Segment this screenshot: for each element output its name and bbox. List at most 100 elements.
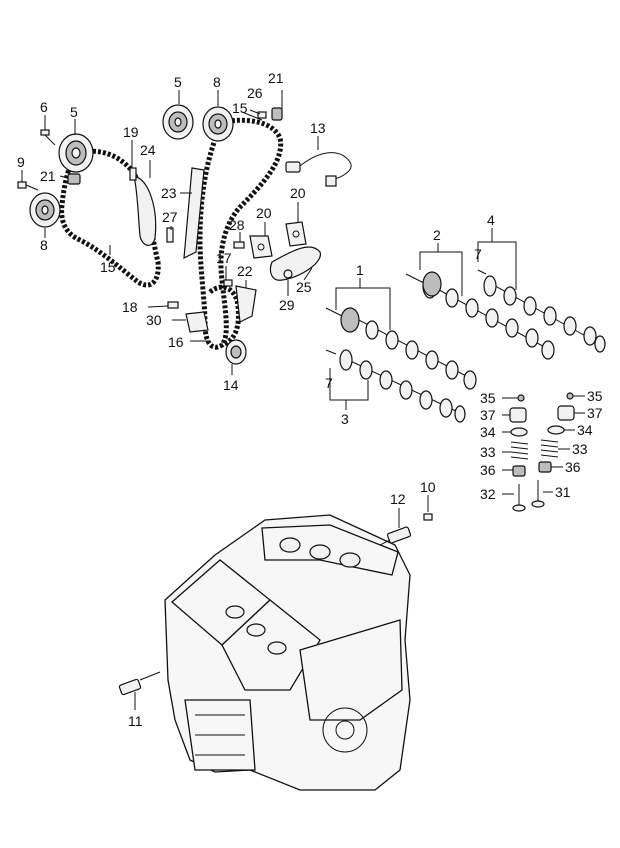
- cam-gear-2: [422, 271, 442, 297]
- callout-33-right: 33: [572, 441, 588, 457]
- callout-30: 30: [146, 312, 162, 328]
- tensioner-guide-24: [133, 175, 157, 246]
- bolt-29: [283, 269, 293, 279]
- callout-34-left: 34: [480, 424, 496, 440]
- callout-21-left: 21: [40, 168, 56, 184]
- callout-9: 9: [17, 154, 25, 170]
- valve-retainer-35-left: [517, 394, 525, 402]
- tensioner-20-right: [285, 221, 307, 247]
- callout-7-upper: 7: [474, 246, 482, 262]
- callout-4: 4: [487, 212, 495, 228]
- callout-20-left: 20: [256, 205, 272, 221]
- callout-36-right: 36: [565, 459, 581, 475]
- callout-19: 19: [123, 124, 139, 140]
- valve-seal-36-right: [538, 461, 552, 473]
- callout-37-left: 37: [480, 407, 496, 423]
- callout-1: 1: [356, 262, 364, 278]
- leader-lines: [21, 90, 585, 710]
- bolt-26: [257, 111, 267, 119]
- callout-16: 16: [168, 334, 184, 350]
- callout-28: 28: [229, 217, 245, 233]
- lifter-37-left: [509, 407, 527, 423]
- callout-2: 2: [433, 227, 441, 243]
- callout-12: 12: [390, 491, 406, 507]
- callout-35-right: 35: [587, 388, 603, 404]
- tensioner-20-left: [249, 235, 273, 259]
- cam-sprocket-top-a: [162, 104, 194, 140]
- bolt-17: [223, 279, 233, 287]
- callout-35-left: 35: [480, 390, 496, 406]
- callout-17: 17: [216, 250, 232, 266]
- chain-guide-23: [183, 167, 205, 260]
- bolt-6: [40, 129, 56, 146]
- timing-chain-right: [197, 117, 284, 350]
- callout-25: 25: [296, 279, 312, 295]
- bolt-27: [166, 227, 174, 243]
- callout-6: 6: [40, 99, 48, 115]
- callout-32: 32: [480, 486, 496, 502]
- oil-control-valve-12: [379, 526, 412, 546]
- cam-sprocket-top-b: [202, 106, 234, 142]
- valve-spring-33-right: [540, 439, 559, 458]
- callout-37-right: 37: [587, 405, 603, 421]
- callout-33-left: 33: [480, 444, 496, 460]
- callout-7-lower: 7: [325, 375, 333, 391]
- camshaft-4: [483, 275, 606, 353]
- tensioner-30: [185, 311, 209, 333]
- cam-gear-1: [340, 307, 360, 333]
- clip-21-top: [271, 107, 283, 121]
- sensor-13: [285, 152, 352, 187]
- callout-34-right: 34: [577, 422, 593, 438]
- callout-13: 13: [310, 120, 326, 136]
- callout-15-top: 15: [232, 100, 248, 116]
- callout-8-top: 8: [213, 74, 221, 90]
- gasket-25: [269, 246, 321, 281]
- callout-10: 10: [420, 479, 436, 495]
- callout-3: 3: [341, 411, 349, 427]
- spring-seat-34-right: [547, 425, 565, 435]
- callout-14: 14: [223, 377, 239, 393]
- spring-seat-34-left: [510, 427, 528, 437]
- callout-15-left: 15: [100, 259, 116, 275]
- callout-8-left: 8: [40, 237, 48, 253]
- valve-seal-36-left: [512, 465, 526, 477]
- clip-21-left: [67, 173, 81, 185]
- callout-22: 22: [237, 263, 253, 279]
- valve-31: [531, 480, 545, 508]
- engine-block: [164, 514, 411, 791]
- callout-29: 29: [279, 297, 295, 313]
- bolt-18: [167, 301, 179, 309]
- pin-7-lower: [325, 349, 337, 355]
- callout-36-left: 36: [480, 462, 496, 478]
- cam-sprocket-left-lower: [29, 192, 61, 228]
- callout-18: 18: [122, 299, 138, 315]
- callout-23: 23: [161, 185, 177, 201]
- callout-31: 31: [555, 484, 571, 500]
- callout-20-right: 20: [290, 185, 306, 201]
- camshaft-1: [325, 307, 477, 390]
- valve-spring-33-left: [510, 441, 529, 460]
- callout-24: 24: [140, 142, 156, 158]
- callout-26: 26: [247, 85, 263, 101]
- callout-5-left: 5: [70, 104, 78, 120]
- crank-sprocket: [225, 339, 247, 365]
- pin-7-upper: [477, 269, 487, 275]
- camshaft-3: [339, 349, 466, 423]
- bolt-19: [129, 167, 137, 181]
- bolt-9: [17, 181, 39, 191]
- callout-11: 11: [128, 713, 143, 729]
- callout-5-top: 5: [174, 74, 182, 90]
- valve-retainer-35-right: [566, 392, 574, 400]
- camshaft-2: [405, 273, 555, 360]
- guide-22: [235, 285, 257, 323]
- valve-32: [512, 484, 526, 512]
- lifter-37-right: [557, 405, 575, 421]
- callout-21-top: 21: [268, 70, 284, 86]
- bolt-10: [423, 513, 433, 521]
- cam-sprocket-left-upper: [58, 133, 94, 173]
- sensor-11: [118, 671, 161, 696]
- callouts: 6 5 9 21 8 15 19 24 23 27 5 8 26 21 15 1…: [17, 70, 603, 729]
- bolt-28: [233, 241, 245, 249]
- callout-27: 27: [162, 209, 178, 225]
